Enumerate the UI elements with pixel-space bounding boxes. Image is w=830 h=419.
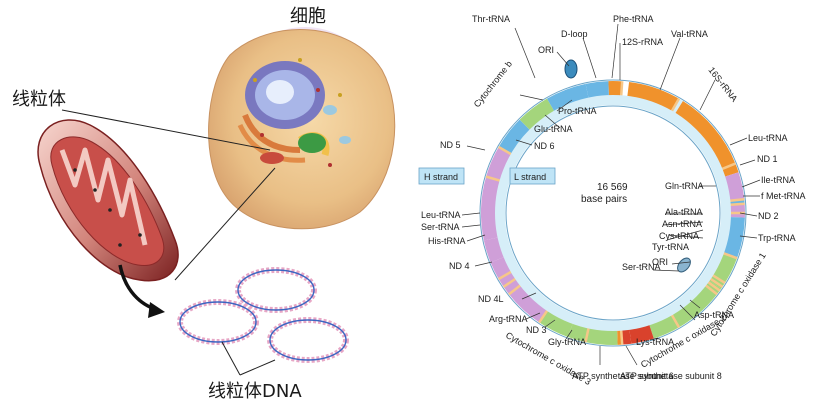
gene-segment	[630, 331, 651, 336]
gene-label: His-tRNA	[428, 236, 466, 246]
gene-label: Pro-tRNA	[558, 106, 597, 116]
l-strand-label: L strand	[514, 172, 546, 182]
gene-label: ND 3	[526, 325, 547, 335]
gene-segment	[492, 239, 498, 260]
arrow-head	[148, 302, 165, 318]
gene-segment	[622, 336, 631, 337]
pointer-line	[222, 342, 240, 375]
trna-tick	[728, 199, 744, 201]
gene-label: Gln-tRNA	[665, 181, 704, 191]
gene-label: Cytochrome b	[472, 59, 514, 109]
cell-label: 细胞	[290, 6, 326, 27]
h-strand-label: H strand	[424, 172, 458, 182]
gene-segment	[587, 334, 617, 337]
mitochondrion-label: 线粒体	[12, 89, 66, 110]
gene-label: ND 2	[758, 211, 779, 221]
center-bp-label: base pairs	[581, 194, 627, 205]
gene-label: Arg-tRNA	[489, 314, 528, 324]
gene-label: Trp-tRNA	[758, 233, 796, 243]
gene-label: Thr-tRNA	[472, 14, 510, 24]
ori-marker	[675, 256, 693, 275]
gene-segment	[571, 330, 588, 335]
gene-label: ORI	[538, 45, 554, 55]
gene-label: f Met-tRNA	[761, 191, 806, 201]
gene-label: 12S-rRNA	[622, 37, 663, 47]
gene-label: Leu-tRNA	[748, 133, 788, 143]
gene-label: Phe-tRNA	[613, 14, 654, 24]
gene-label: D-loop	[561, 29, 588, 39]
trna-tick	[729, 204, 745, 205]
center-bp: 16 569	[597, 182, 628, 193]
cell-illustration	[209, 27, 395, 229]
gene-label: Leu-tRNA	[421, 210, 461, 220]
gene-label: ND 6	[534, 141, 555, 151]
gene-segment	[489, 179, 494, 239]
gene-label: Val-tRNA	[671, 29, 708, 39]
gene-label: Ile-tRNA	[761, 175, 795, 185]
gene-label: ND 4L	[478, 294, 504, 304]
gene-segment	[728, 167, 731, 175]
gene-label: 16S-rRNA	[706, 65, 739, 103]
mtdna-label: 线粒体DNA	[208, 381, 302, 402]
mitochondrion-illustration	[38, 120, 178, 281]
gene-label: Tyr-tRNA	[652, 242, 689, 252]
gene-label: Cys-tRNA	[659, 231, 699, 241]
gene-label: Asn-tRNA	[662, 219, 702, 229]
gene-label: ND 4	[449, 261, 470, 271]
gene-label: Gly-tRNA	[548, 337, 586, 347]
dna-rings	[180, 270, 346, 360]
trna-tick	[621, 81, 622, 97]
gene-segment	[731, 175, 736, 200]
gene-label: Ser-tRNA	[421, 222, 460, 232]
pointer-line	[240, 360, 275, 375]
gene-segment	[730, 217, 737, 255]
trna-tick	[621, 329, 622, 345]
gene-segment	[587, 89, 608, 92]
gene-label: Ala-tRNA	[665, 207, 703, 217]
gene-label: ND 5	[440, 140, 461, 150]
gene-ring	[486, 81, 745, 344]
gene-label: Ser-tRNA	[622, 262, 661, 272]
gene-label: ND 1	[757, 154, 778, 164]
gene-label: ATP synthetase subunit 8	[620, 371, 722, 381]
ori-marker	[565, 60, 577, 78]
gene-label: Glu-tRNA	[534, 124, 573, 134]
